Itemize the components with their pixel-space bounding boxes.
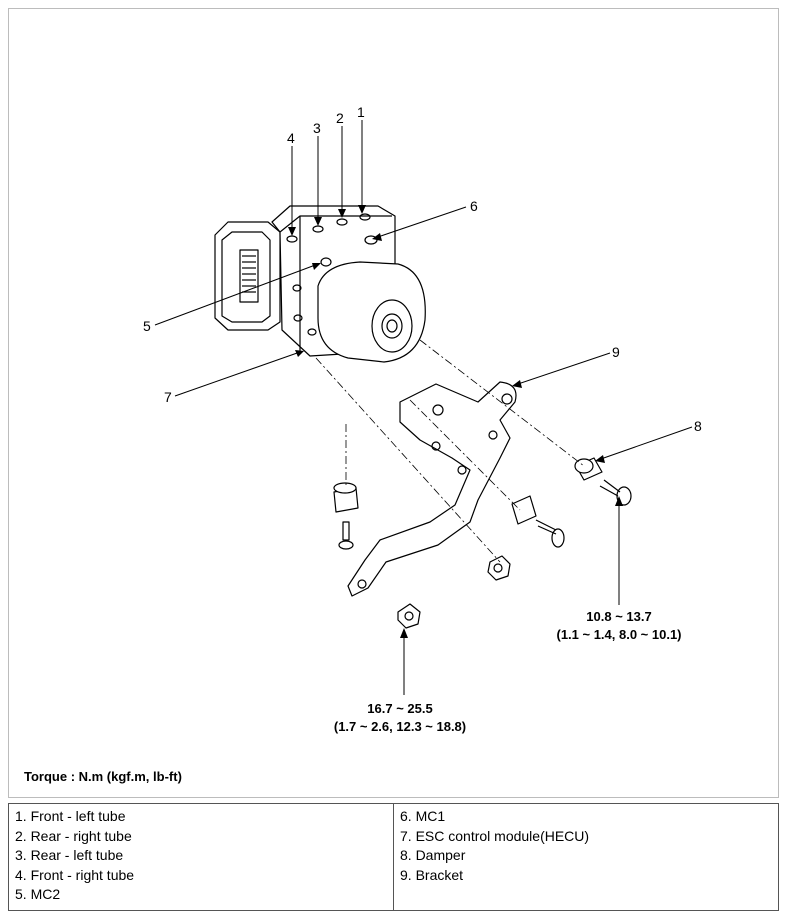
parts-legend-table: 1. Front - left tube 2. Rear - right tub… (8, 803, 779, 911)
legend-item: 3. Rear - left tube (15, 847, 124, 863)
exploded-diagram: 1 2 3 4 5 6 7 8 9 10.8 ~ 13.7 (1.1 ~ 1.4… (143, 104, 702, 734)
callout-8: 8 (694, 418, 702, 434)
callout-5: 5 (143, 318, 151, 334)
legend-item: 9. Bracket (400, 866, 464, 883)
bracket (347, 381, 517, 597)
legend-item: 1. Front - left tube (15, 808, 126, 824)
callout-9: 9 (612, 344, 620, 360)
callout-3: 3 (313, 120, 321, 136)
torque-nut-alt: (1.7 ~ 2.6, 12.3 ~ 18.8) (334, 719, 466, 734)
callout-2: 2 (336, 110, 344, 126)
torque-damper-alt: (1.1 ~ 1.4, 8.0 ~ 10.1) (556, 627, 681, 642)
legend-column-left: 1. Front - left tube 2. Rear - right tub… (8, 803, 394, 911)
arrowheads (288, 205, 623, 638)
torque-nut-value: 16.7 ~ 25.5 (367, 701, 432, 716)
nuts (397, 555, 511, 629)
callout-7: 7 (164, 389, 172, 405)
torque-unit-note: Torque : N.m (kgf.m, lb-ft) (24, 769, 182, 784)
torque-damper-value: 10.8 ~ 13.7 (586, 609, 651, 624)
damper-middle (511, 495, 565, 548)
legend-item: 6. MC1 (400, 808, 446, 824)
figure-frame (8, 8, 779, 798)
legend-column-right: 6. MC1 7. ESC control module(HECU) 8. Da… (393, 803, 779, 911)
legend-item: 2. Rear - right tube (15, 827, 132, 844)
callout-6: 6 (470, 198, 478, 214)
legend-item: 7. ESC control module(HECU) (400, 827, 590, 844)
legend-item: 4. Front - right tube (15, 866, 135, 883)
legend-item: 5. MC2 (15, 886, 61, 902)
callout-1: 1 (357, 104, 365, 120)
damper-right (574, 457, 632, 506)
callout-4: 4 (287, 130, 295, 146)
legend-item: 8. Damper (400, 847, 466, 863)
pump-motor (317, 261, 426, 363)
damper-left (333, 482, 359, 550)
hecu-connector-housing (214, 221, 281, 331)
